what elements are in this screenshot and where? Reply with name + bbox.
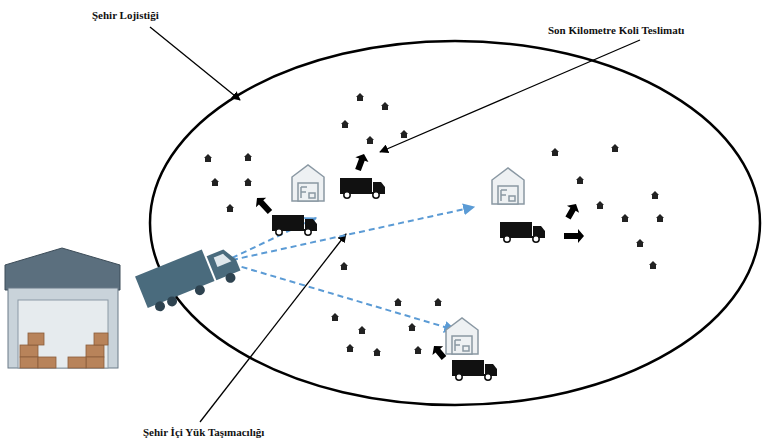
depot xyxy=(292,165,524,354)
leader-line xyxy=(200,234,346,422)
leader-line xyxy=(380,40,640,152)
flow-arrow xyxy=(232,207,474,330)
main-warehouse xyxy=(5,248,120,368)
delivery-arrow xyxy=(252,152,584,363)
delivery-truck xyxy=(272,178,545,380)
callout-label: Şehir İçi Yük Taşımacılığı xyxy=(143,426,264,438)
house xyxy=(204,93,664,356)
callout-label: Son Kilometre Koli Teslimatı xyxy=(548,24,684,36)
leader-line xyxy=(150,27,240,100)
callout-label: Şehir Lojistiği xyxy=(92,9,159,21)
big-truck xyxy=(135,239,243,315)
city-boundary xyxy=(150,41,760,405)
